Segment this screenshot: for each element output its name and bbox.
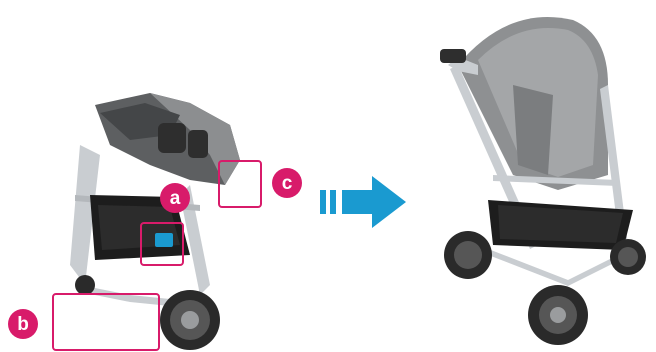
badge-a: a <box>160 183 190 213</box>
badge-b: b <box>8 309 38 339</box>
badge-c: c <box>272 168 302 198</box>
highlight-box-b <box>52 293 160 351</box>
unfolded-stroller-illustration <box>418 5 654 350</box>
arrow-right-icon <box>320 176 410 228</box>
highlight-box-c <box>218 160 262 208</box>
highlight-box-a <box>140 222 184 266</box>
